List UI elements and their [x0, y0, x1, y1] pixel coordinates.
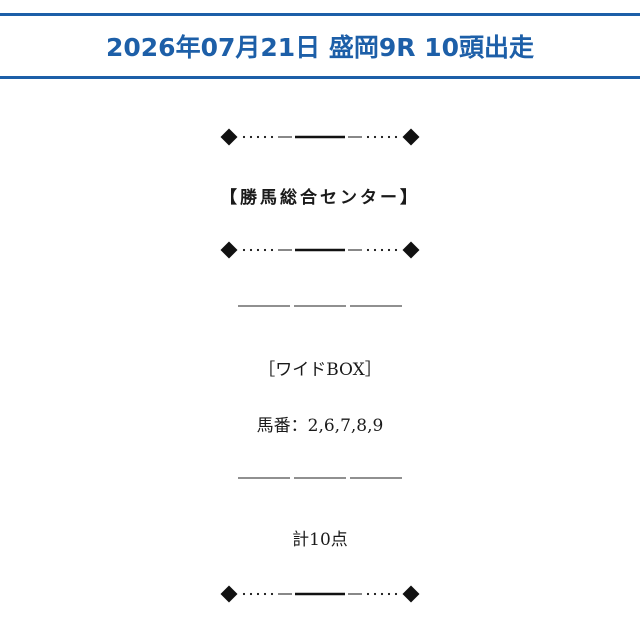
diamond-icon	[220, 241, 238, 259]
total-row: 計10点	[0, 524, 640, 550]
race-title: 2026年07月21日 盛岡9R 10頭出走	[105, 33, 534, 62]
total-points: 計10点	[292, 529, 348, 550]
bet-type-label: ［ワイドBOX］	[258, 359, 382, 380]
source-row: 【勝馬総合センター】	[0, 182, 640, 208]
horse-numbers: 馬番：2,6,7,8,9	[256, 415, 384, 436]
race-header: 2026年07月21日 盛岡9R 10頭出走	[0, 13, 640, 79]
source-label: 【勝馬総合センター】	[220, 187, 420, 208]
bet-type-row: ［ワイドBOX］	[0, 354, 640, 380]
diamond-icon	[220, 585, 238, 603]
diamond-icon	[402, 128, 420, 146]
diamond-icon	[220, 128, 238, 146]
line-divider-upper	[0, 300, 640, 312]
line-divider-lower	[0, 472, 640, 484]
ornament-divider-top	[0, 127, 640, 147]
diamond-icon	[402, 241, 420, 259]
diamond-icon	[402, 585, 420, 603]
horse-numbers-row: 馬番：2,6,7,8,9	[0, 410, 640, 436]
ornament-divider-middle	[0, 240, 640, 260]
ornament-divider-bottom	[0, 584, 640, 604]
